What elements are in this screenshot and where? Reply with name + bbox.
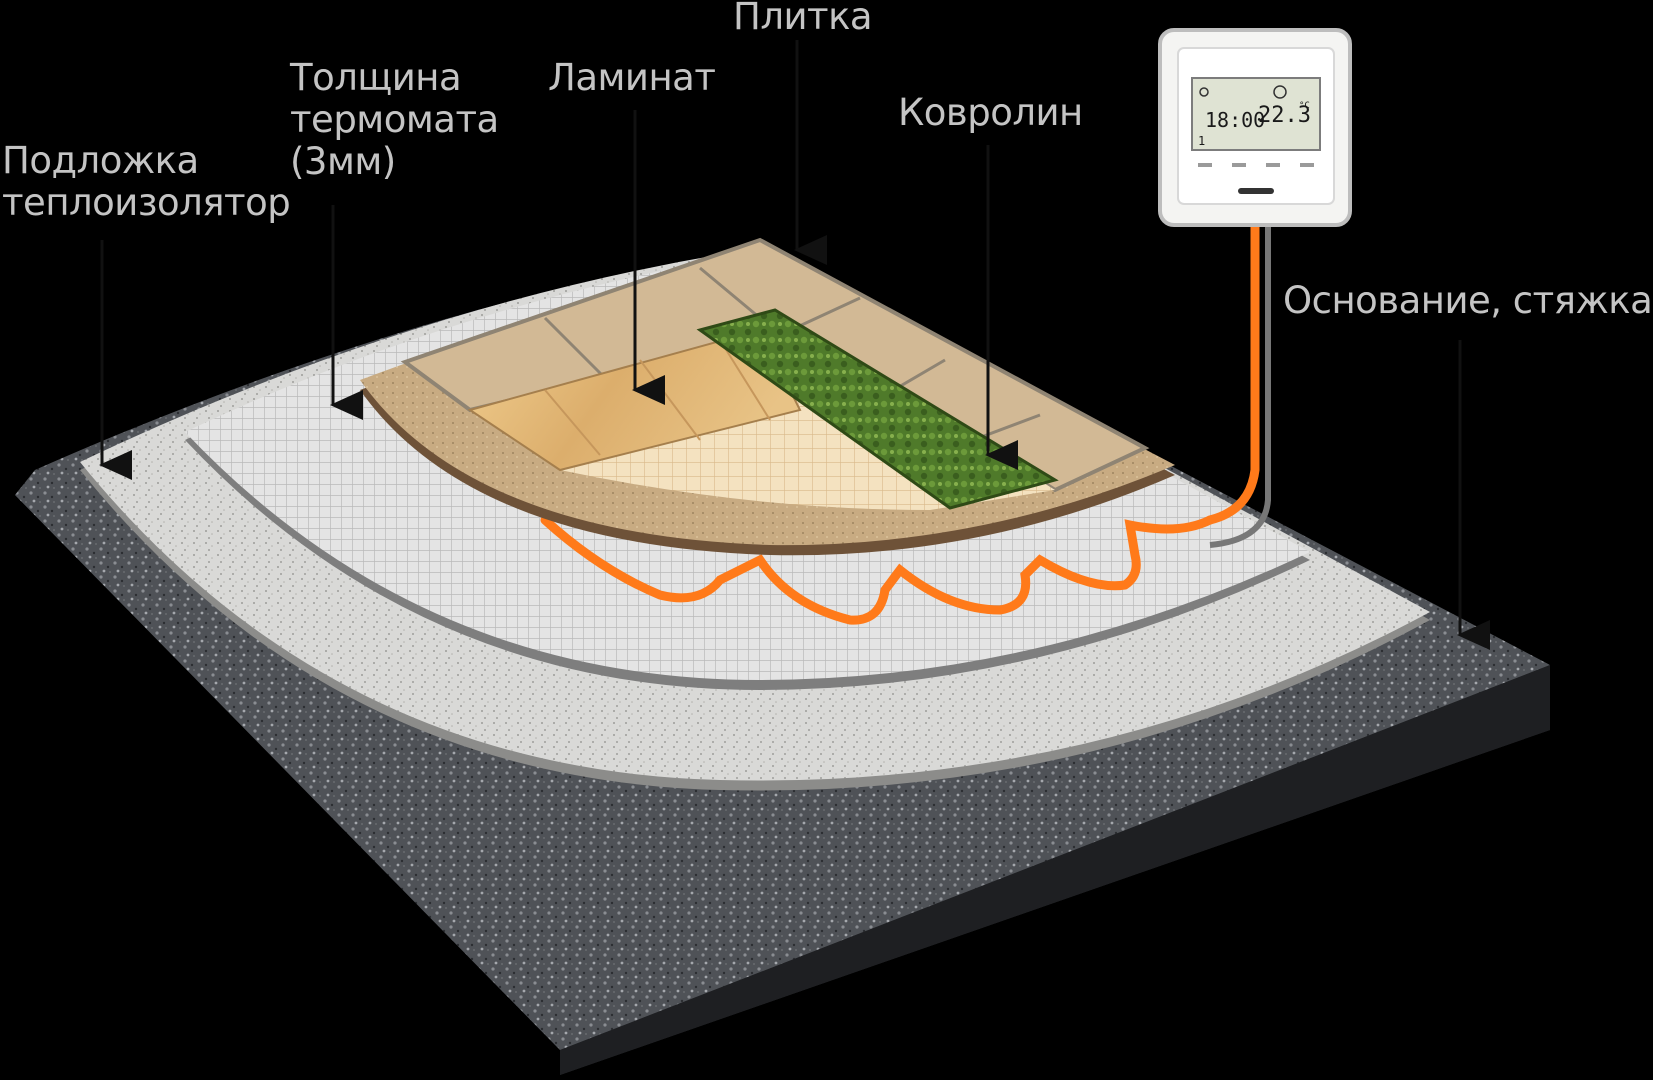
power-button[interactable] (1300, 163, 1314, 167)
label-laminate: Ламинат (548, 56, 716, 99)
thermostat-indicator (1238, 188, 1274, 194)
label-base: Основание, стяжка (1283, 279, 1653, 322)
carpet-layer (696, 308, 1059, 510)
label-mat-thickness: Толщина термомата (3мм) (290, 56, 499, 183)
heating-cable (540, 220, 1260, 625)
pointer-arrows (99, 40, 1490, 650)
thermostat-display (1191, 77, 1321, 151)
label-carpet: Ковролин (898, 91, 1083, 134)
thermostat-cable (1209, 225, 1271, 548)
thermostat-temp: 22.3 (1258, 103, 1311, 128)
menu-button[interactable] (1198, 163, 1212, 167)
clock-icon (1273, 85, 1287, 99)
label-tile: Плитка (733, 0, 873, 38)
label-underlay: Подложка теплоизолятор (2, 139, 291, 224)
thermostat: 18:00 22.3 °C 1 (1158, 28, 1352, 227)
thermostat-program: 1 (1198, 134, 1205, 148)
thermostat-unit: °C (1299, 101, 1310, 111)
sun-icon (1199, 87, 1209, 97)
thermostat-time: 18:00 (1205, 108, 1265, 132)
down-button[interactable] (1266, 163, 1280, 167)
up-button[interactable] (1232, 163, 1246, 167)
